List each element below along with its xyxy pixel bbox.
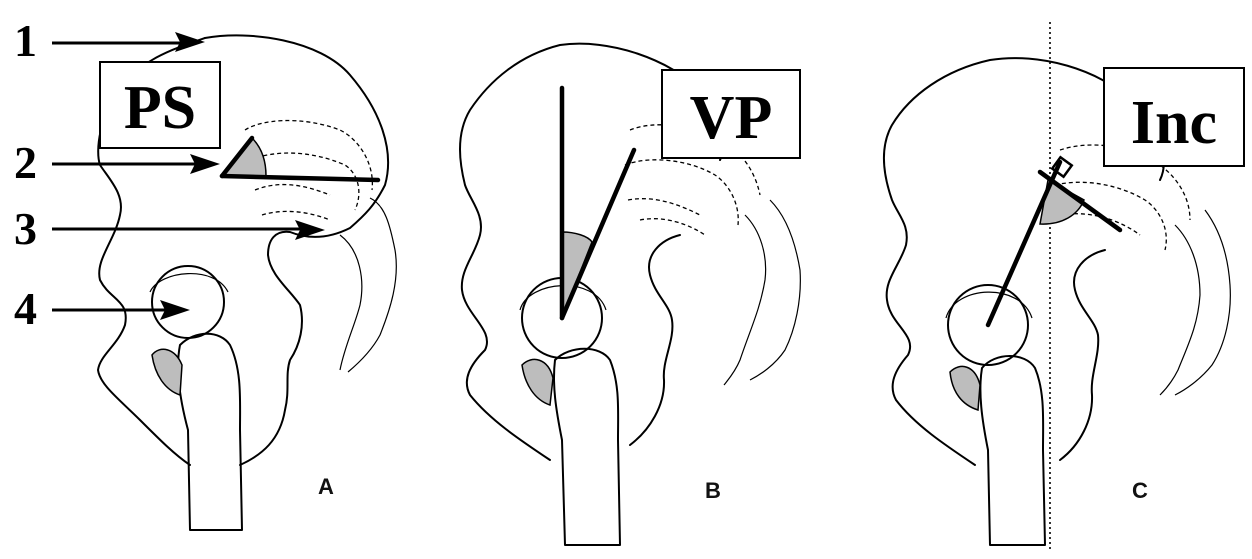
label-box-vp: VP	[662, 70, 800, 158]
sacrum-b	[724, 200, 800, 385]
label-box-ps: PS	[100, 62, 220, 148]
trochanter-c	[950, 366, 980, 410]
trochanter-b	[522, 359, 553, 405]
femur-shaft-b	[554, 349, 620, 545]
trochanter-a	[152, 349, 182, 395]
marker-1: 1	[14, 15, 37, 66]
vp-label: VP	[690, 84, 773, 152]
sacrum-a	[340, 198, 396, 372]
sacrum-c	[1160, 210, 1230, 395]
panel-label-b: B	[705, 478, 721, 503]
label-box-inc: Inc	[1104, 68, 1244, 166]
marker-3: 3	[14, 203, 37, 254]
ps-label: PS	[124, 74, 196, 142]
femur-shaft-a	[178, 334, 242, 530]
panel-label-c: C	[1132, 478, 1148, 503]
marker-2: 2	[14, 137, 37, 188]
panel-label-a: A	[318, 474, 334, 499]
inc-label: Inc	[1131, 89, 1217, 157]
femur-shaft-c	[980, 356, 1045, 545]
marker-numbers: 1 2 3 4	[14, 15, 37, 334]
acetabulum-c	[946, 292, 1032, 318]
marker-4: 4	[14, 283, 37, 334]
